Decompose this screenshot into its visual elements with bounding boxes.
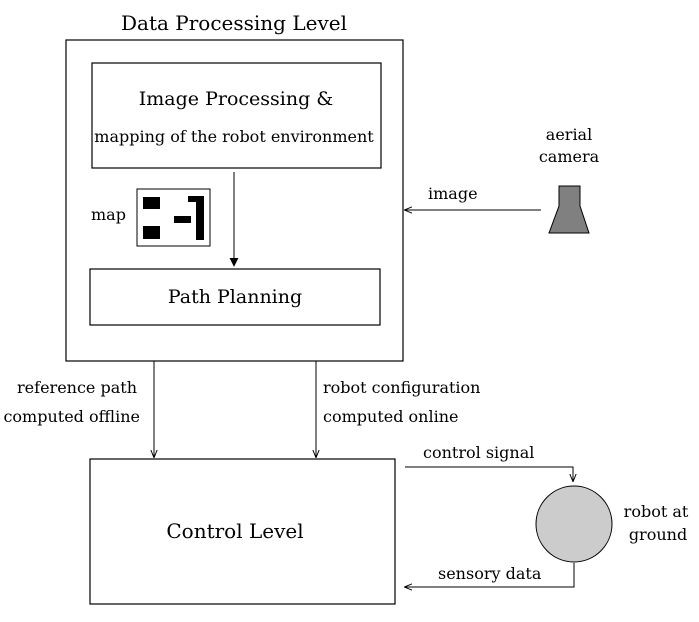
sensory-data-label: sensory data [438,564,542,583]
control-signal-label: control signal [423,443,534,462]
reference-path-label: reference path [17,378,137,397]
path-planning-label: Path Planning [168,286,302,308]
robot-configuration-label: robot configuration [323,378,480,397]
map-icon [136,188,211,247]
control-level-box [89,458,396,605]
control-level-label: Control Level [166,519,303,543]
robot-label-line1: robot at [624,502,689,521]
robot-label-line2: ground [629,525,687,544]
robot-icon [535,485,613,563]
computed-online-label: computed online [323,407,458,426]
mapping-label: mapping of the robot environment [94,127,374,146]
image-label: image [428,184,478,203]
path-planning-box [89,268,381,326]
map-label: map [91,205,126,224]
computed-offline-label: computed offline [3,407,140,426]
image-processing-box [91,62,382,169]
sensory-data-arrow [405,563,575,587]
control-signal-arrow [405,466,573,481]
data-processing-level-box [65,39,404,362]
image-processing-label: Image Processing & [139,88,334,110]
data-processing-level-title: Data Processing Level [121,11,347,35]
camera-icon [548,185,590,234]
camera-label-line1: aerial [546,125,592,144]
camera-label-line2: camera [539,147,600,166]
